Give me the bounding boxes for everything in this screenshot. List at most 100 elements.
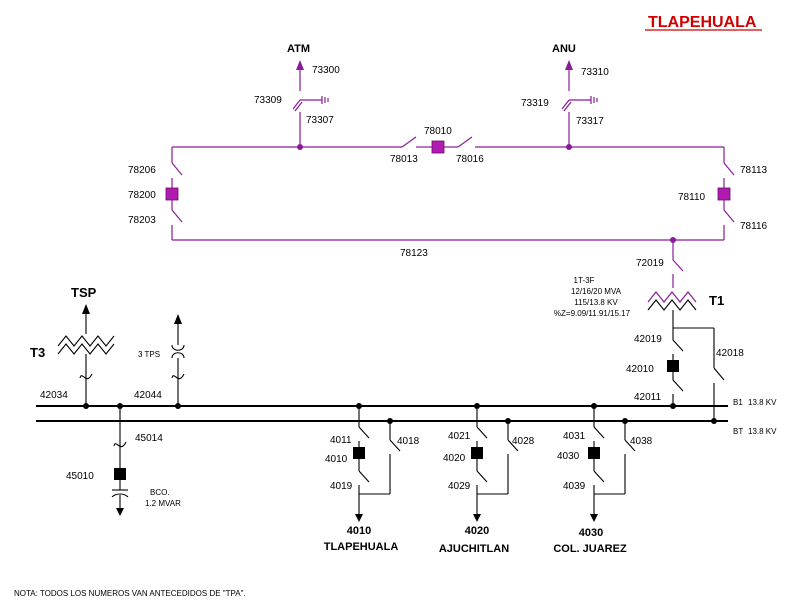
feeder-4030-upper-label: 4031 xyxy=(563,431,586,442)
feeder-4030-bypass-disconnect-icon xyxy=(624,439,636,452)
capacitor-plate-icon xyxy=(111,493,129,498)
tie-right-disconnect-label: 78016 xyxy=(456,154,484,165)
atm-ground-label: 73307 xyxy=(306,115,334,126)
feeder-4010-arrow-icon xyxy=(355,514,363,522)
anu-ground-label: 73317 xyxy=(576,116,604,127)
feeder-4010-upper-disconnect-icon xyxy=(358,426,370,439)
cap-label-line-2: 1.2 MVAR xyxy=(145,499,181,508)
left-bay-breaker-icon xyxy=(165,187,179,201)
cap-label-line-1: BCO. xyxy=(150,488,170,497)
left-bay-top-disconnect-icon xyxy=(171,162,183,176)
transformer-t3: TSP T3 42034 xyxy=(30,285,115,409)
cap-breaker-icon xyxy=(114,468,126,480)
feeder-4030-upper-disconnect-icon xyxy=(593,426,605,439)
feeder-4030-lower-disconnect-icon xyxy=(593,470,605,483)
feeder-4010-bypass-label: 4018 xyxy=(397,436,420,447)
feeder-4020-bypass-disconnect-icon xyxy=(507,439,519,452)
feeder-4030-breaker-label: 4030 xyxy=(557,451,580,462)
right-bay-top-disconnect-label: 78113 xyxy=(740,165,768,176)
t1-winding-hv-icon xyxy=(647,291,697,303)
feeder-4020-lower-label: 4029 xyxy=(448,481,471,492)
tps-ct-icon xyxy=(171,373,185,380)
bottom-link-label: 78123 xyxy=(400,248,428,259)
t3-disconnect-label: 42034 xyxy=(40,390,68,401)
feeder-4010-breaker-label: 4010 xyxy=(325,454,348,465)
tps-coil-icon xyxy=(171,352,185,359)
feeder-4020-name: AJUCHITLAN xyxy=(439,543,509,555)
feeder-4010-name: TLAPEHUALA xyxy=(324,541,399,553)
feeder-4030-breaker-icon xyxy=(588,447,600,459)
capacitor-bank: 45014 45010 BCO. 1.2 MVAR xyxy=(66,403,181,516)
atm-line: ATM 73300 73309 73307 xyxy=(254,43,340,150)
right-bay-breaker-icon xyxy=(717,187,731,201)
anu-line-label: ANU xyxy=(552,43,576,55)
feeder-4020-bypass-label: 4028 xyxy=(512,436,535,447)
t1-upper-disconnect-label: 42019 xyxy=(634,334,662,345)
feeder-4030-name: COL. JUAREZ xyxy=(553,543,627,555)
t1-upper-disconnect-icon xyxy=(672,339,684,352)
t3-winding-lv-icon xyxy=(57,343,115,355)
t3-name-label: T3 xyxy=(30,345,45,360)
right-bay-bottom-disconnect-icon xyxy=(723,209,735,223)
right-bay-top-disconnect-icon xyxy=(723,162,735,176)
feeder-4020-id: 4020 xyxy=(465,525,489,537)
tie-breaker-label: 78010 xyxy=(424,126,452,137)
feeder-4020-breaker-icon xyxy=(471,447,483,459)
substation-title: TLAPEHUALA xyxy=(648,14,757,31)
left-bay-top-disconnect-label: 78206 xyxy=(128,165,156,176)
feeder-4030-bypass-label: 4038 xyxy=(630,436,653,447)
t1-spec-line-2: 12/16/20 MVA xyxy=(571,287,622,296)
left-bay-bottom-disconnect-label: 78203 xyxy=(128,215,156,226)
feeder-4020-lower-disconnect-icon xyxy=(476,470,488,483)
t1-spec-line-3: 115/13.8 KV xyxy=(574,298,618,307)
atm-breaker-label: 73309 xyxy=(254,95,282,106)
feeder-4020-breaker-label: 4020 xyxy=(443,453,466,464)
t1-hv-disconnect-label: 72019 xyxy=(636,258,664,269)
atm-arrow-icon xyxy=(296,60,304,70)
cap-ct-icon xyxy=(113,441,127,448)
atm-line-label: ATM xyxy=(287,43,310,55)
feeder-4030-lower-label: 4039 xyxy=(563,481,586,492)
t1-bypass-disconnect-icon xyxy=(713,367,725,381)
atm-switch-blade-b xyxy=(294,101,303,112)
bus-bt-voltage: 13.8 KV xyxy=(748,427,777,436)
tps-label: 3 TPS xyxy=(138,350,160,359)
anu-disconnect-label: 73310 xyxy=(581,67,609,78)
t1-breaker-label: 42010 xyxy=(626,364,654,375)
t1-lower-disconnect-label: 42011 xyxy=(634,392,662,403)
feeder-4010-id: 4010 xyxy=(347,525,371,537)
feeder-4020: 4021 4020 4029 4028 4020 AJUCHITLAN xyxy=(439,403,535,555)
t3-arrow-icon xyxy=(82,304,90,314)
hv-115kv-section: ATM 73300 73309 73307 ANU 73310 xyxy=(128,43,768,303)
transformer-t1: 1T-3F 12/16/20 MVA 115/13.8 KV %Z=9.09/1… xyxy=(554,276,744,424)
ring-bus: 78010 78013 78016 78206 78200 78203 7811… xyxy=(128,126,768,259)
t1-winding-lv-icon xyxy=(647,299,697,311)
feeder-4010: 4011 4010 4019 4018 4010 TLAPEHUALA xyxy=(324,403,420,553)
anu-switch-blade-a xyxy=(561,99,570,110)
feeder-4030-id: 4030 xyxy=(579,527,603,539)
feeder-4020-upper-label: 4021 xyxy=(448,431,471,442)
t1-bypass-label: 42018 xyxy=(716,348,744,359)
bus-bt-name: BT xyxy=(733,427,743,436)
bus-b1-name: B1 xyxy=(733,398,743,407)
t3-ct-icon xyxy=(79,373,93,380)
tie-left-disconnect-icon xyxy=(401,136,417,148)
anu-switch-blade-b xyxy=(563,101,572,112)
anu-arrow-icon xyxy=(565,60,573,70)
feeder-4010-lower-disconnect-icon xyxy=(358,470,370,483)
t1-spec-line-4: %Z=9.09/11.91/15.17 xyxy=(554,309,631,318)
feeder-4020-upper-disconnect-icon xyxy=(476,426,488,439)
tie-right-disconnect-icon xyxy=(457,136,473,148)
tps-disconnect-label: 42044 xyxy=(134,390,162,401)
t1-spec-line-1: 1T-3F xyxy=(574,276,595,285)
atm-switch-blade-a xyxy=(292,99,301,110)
t3-source-label: TSP xyxy=(71,285,97,300)
t1-lower-disconnect-icon xyxy=(672,379,684,392)
tie-left-disconnect-label: 78013 xyxy=(390,154,418,165)
left-bay-bottom-disconnect-icon xyxy=(171,209,183,223)
cap-disconnect-label: 45014 xyxy=(135,433,163,444)
t3-winding-hv-icon xyxy=(57,335,115,347)
t1-lv-breaker-icon xyxy=(667,360,679,372)
tps-coil-icon xyxy=(171,344,185,351)
